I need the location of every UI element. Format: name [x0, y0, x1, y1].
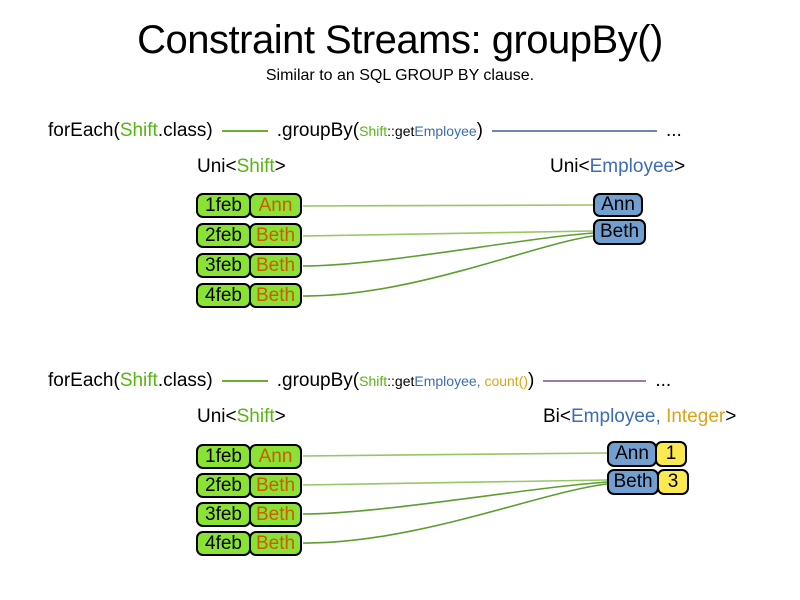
code1-shift-token: Shift — [119, 120, 158, 141]
shift-date-cell: 4feb — [196, 531, 251, 556]
group-box-ann: Ann — [593, 193, 643, 217]
wire-3feb-beth — [302, 232, 594, 267]
wire-4feb-beth — [302, 235, 594, 297]
count-box-beth: 3 — [657, 469, 689, 495]
code1-arg-employee-token: Employee — [414, 123, 477, 139]
shift-row: 1feb Ann — [196, 193, 302, 218]
wire2-3feb-beth — [302, 481, 608, 515]
uni-employee-label: Uni<Employee> — [550, 156, 686, 177]
stream-line-green-2 — [221, 380, 268, 382]
uni-shift-label-2: Uni<Shift> — [197, 406, 286, 427]
shift-row: 4feb Beth — [196, 531, 302, 556]
code-line-2: forEach(Shift.class) .groupBy(Shift::get… — [48, 367, 671, 395]
bi-employee-integer-label: Bi<Employee, Integer> — [543, 406, 737, 427]
shift-employee-cell: Beth — [249, 223, 302, 248]
stream-line-blue — [491, 130, 657, 132]
wire-1feb-ann — [302, 204, 594, 207]
shift-row: 2feb Beth — [196, 223, 302, 248]
code2-groupby: .groupBy(Shift::getEmployee, count()) — [276, 370, 535, 391]
uni-shift-label-1: Uni<Shift> — [197, 156, 286, 177]
code2-arg-shift-token: Shift — [359, 373, 388, 389]
code2-shift-token: Shift — [119, 370, 158, 391]
shift-date-cell: 2feb — [196, 473, 251, 498]
shift-employee-cell: Beth — [249, 253, 302, 278]
count-box-ann: 1 — [655, 441, 687, 467]
shift-row: 2feb Beth — [196, 473, 302, 498]
shift-row: 3feb Beth — [196, 502, 302, 527]
shift-row: 4feb Beth — [196, 283, 302, 308]
code-line-1: forEach(Shift.class) .groupBy(Shift::get… — [48, 117, 682, 145]
group-box-beth-2: Beth — [607, 469, 659, 495]
code1-groupby: .groupBy(Shift::getEmployee) — [276, 120, 483, 141]
page-title: Constraint Streams: groupBy() — [137, 18, 663, 62]
shift-employee-cell: Beth — [249, 531, 302, 556]
shift-employee-cell: Ann — [249, 444, 302, 469]
stream-line-purple — [543, 380, 647, 382]
shift-row: 3feb Beth — [196, 253, 302, 278]
shift-date-cell: 1feb — [196, 193, 251, 218]
group-count-pair-beth: Beth 3 — [607, 469, 689, 495]
wire2-2feb-beth — [302, 479, 608, 486]
shift-employee-cell: Beth — [249, 502, 302, 527]
shift-employee-cell: Ann — [249, 193, 302, 218]
shift-employee-cell: Beth — [249, 473, 302, 498]
code2-ellipsis: ... — [655, 370, 672, 391]
shift-date-cell: 3feb — [196, 502, 251, 527]
code1-arg-shift-token: Shift — [359, 123, 388, 139]
code1-foreach: forEach(Shift.class) — [48, 120, 213, 141]
page-subtitle: Similar to an SQL GROUP BY clause. — [265, 67, 535, 84]
group-count-pair-ann: Ann 1 — [607, 441, 687, 467]
shift-date-cell: 2feb — [196, 223, 251, 248]
wire2-1feb-ann — [302, 452, 608, 457]
code2-count-token: count() — [484, 373, 529, 389]
wire-2feb-beth — [302, 230, 594, 237]
code2-foreach: forEach(Shift.class) — [48, 370, 213, 391]
shift-employee-cell: Beth — [249, 283, 302, 308]
shift-date-cell: 4feb — [196, 283, 251, 308]
group-box-ann-2: Ann — [607, 441, 657, 467]
code2-arg-employee-token: Employee — [414, 373, 477, 389]
wire2-4feb-beth — [302, 483, 608, 544]
group-box-beth: Beth — [593, 219, 646, 245]
shift-row: 1feb Ann — [196, 444, 302, 469]
shift-date-cell: 1feb — [196, 444, 251, 469]
code1-ellipsis: ... — [665, 120, 682, 141]
stream-line-green — [221, 130, 268, 132]
shift-date-cell: 3feb — [196, 253, 251, 278]
